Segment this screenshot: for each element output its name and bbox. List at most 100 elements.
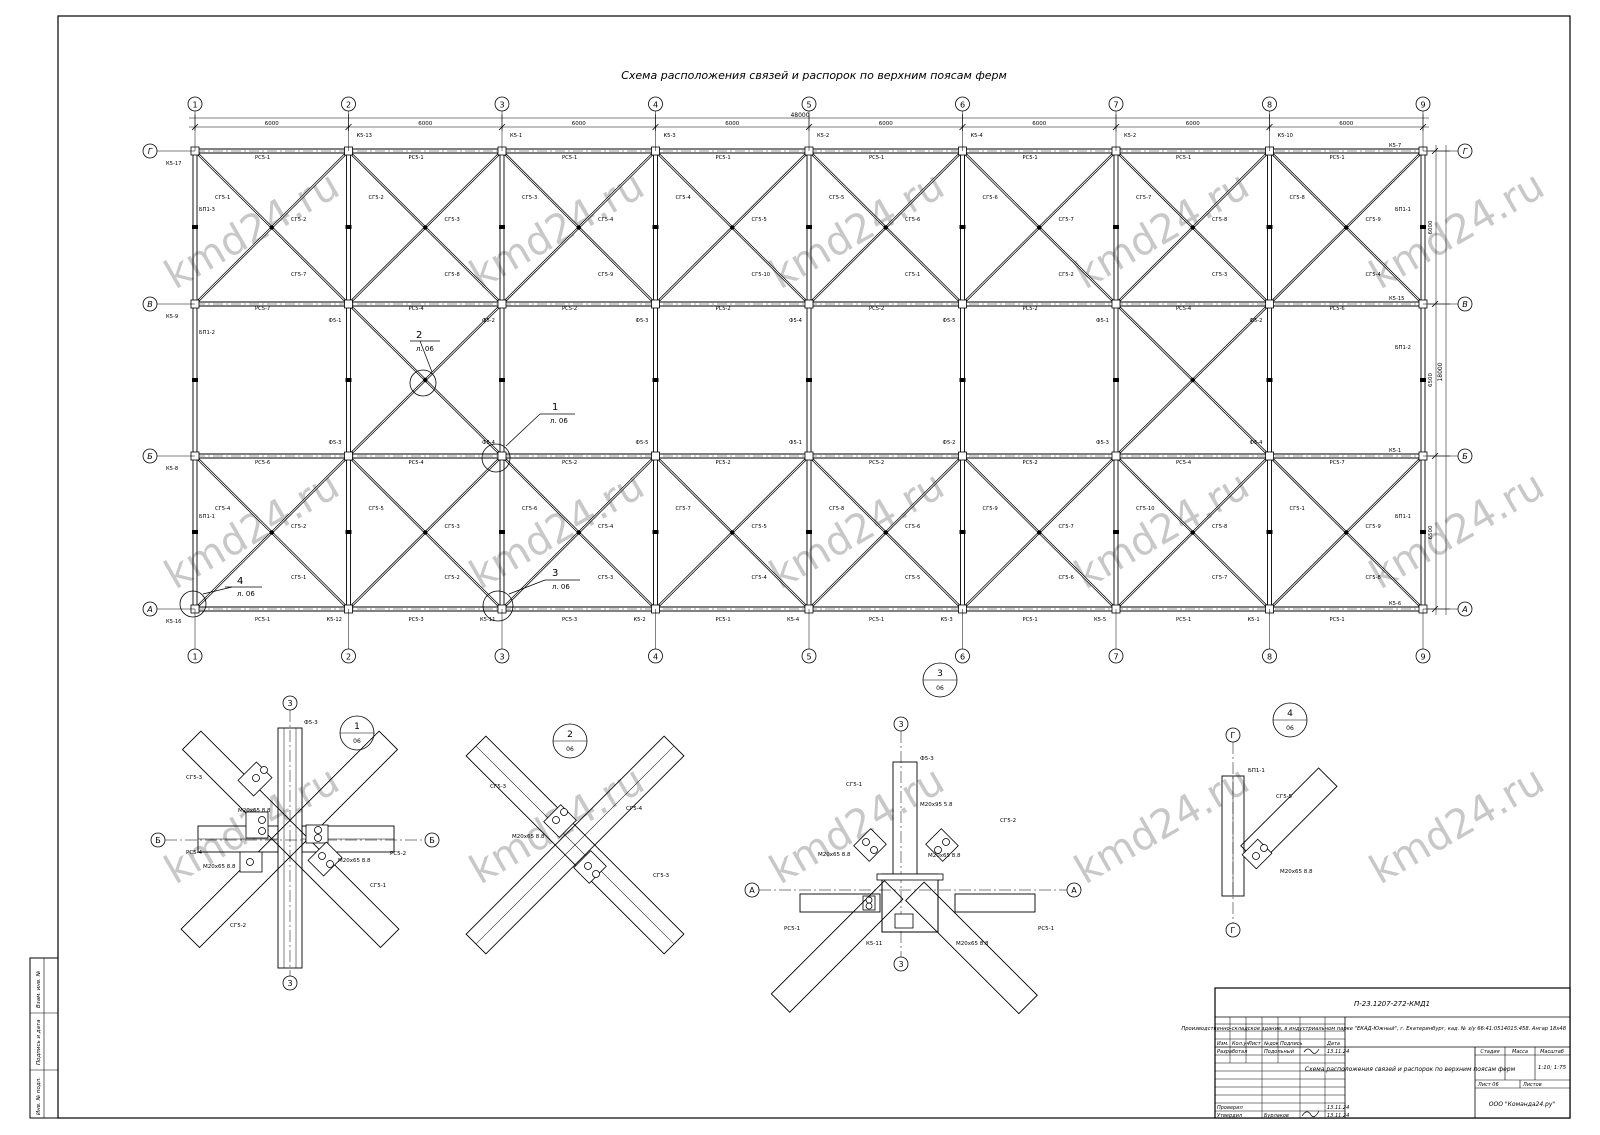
brace-label: СГ5-6: [983, 195, 998, 201]
node-ref-3: 3 л. 06: [482, 568, 580, 622]
detail-label: РС5-1: [784, 926, 800, 932]
bracing-node: [1037, 530, 1042, 535]
detail-label: СГ5-2: [230, 923, 246, 929]
axis-bubble: [341, 96, 356, 112]
axis-label: А: [749, 886, 755, 895]
node-plate: [958, 299, 967, 309]
node-ref-1: 1 л. 06: [481, 402, 575, 473]
role-name: Подольный: [1264, 1049, 1295, 1055]
side-label: БП1-1: [1395, 207, 1411, 213]
k-label: К5-17: [166, 161, 181, 167]
axis-label: 9: [1420, 101, 1425, 110]
node-ref-sheet: л. 06: [416, 345, 434, 353]
axis-bubble: [1415, 648, 1431, 664]
dimension-tick: [959, 123, 966, 131]
strut-marker: [652, 378, 659, 382]
brace-label: СГ5-8: [1290, 195, 1305, 201]
k-label: К5-7: [1389, 143, 1401, 149]
node-plate: [804, 451, 814, 461]
strut-label: Ф5-1: [329, 318, 342, 324]
watermark-text: kmd24.ru: [1362, 757, 1552, 893]
watermark-text: kmd24.ru: [157, 162, 347, 298]
k-label: К5-1: [510, 133, 522, 139]
strut-label: Ф5-1: [789, 440, 802, 446]
doc-code: П-23.1207-272-КМД1: [1354, 1000, 1430, 1008]
chord-label: РС5-4: [1176, 306, 1192, 312]
axis-label: А: [1071, 886, 1077, 895]
axis-bubble: [187, 96, 203, 112]
dimension-tick: [1419, 123, 1427, 131]
detail-label: М20х65 8.8: [928, 853, 961, 859]
axis-label: 1: [192, 653, 197, 662]
scale-header: Масштаб: [1540, 1049, 1564, 1055]
detail-label: РС5-4: [186, 850, 203, 856]
dimension-tick: [1431, 147, 1439, 155]
side-stamp: Взам. инв. № Подпись и дата Инв. № подл.: [29, 957, 59, 1119]
brace-label: СГ5-8: [1366, 575, 1381, 581]
detail-label: М20х65 8.8: [1280, 869, 1313, 875]
detail-label: М20х95 5.8: [920, 802, 953, 808]
dimension-tick: [652, 123, 659, 131]
axis-label: 3: [898, 960, 903, 969]
dimension-tick: [805, 123, 813, 131]
brace-label: СГ5-3: [1212, 272, 1227, 278]
chord-label: РС5-2: [1023, 460, 1038, 466]
brace-label: СГ5-2: [1059, 272, 1074, 278]
axis-label: А: [146, 605, 152, 614]
bracing-node: [883, 225, 888, 230]
chord-label: РС5-1: [1176, 617, 1191, 623]
role-label: Утвердил: [1217, 1113, 1243, 1119]
k-label: К5-8: [166, 466, 178, 472]
detail-label: СГ5-3: [490, 784, 507, 790]
node-ref-4: 4 л. 06: [179, 576, 262, 618]
chord-label: РС5-6: [1330, 306, 1345, 312]
strut-marker: [499, 530, 505, 534]
detail-number: 2: [567, 730, 573, 740]
k-label: К5-12: [327, 617, 342, 623]
axis-label: 3: [287, 699, 292, 708]
node-ref-number: 3: [552, 568, 558, 579]
brace-label: СГ5-4: [752, 575, 768, 581]
axis-label: Б: [1462, 452, 1468, 461]
node-ref-number: 4: [237, 576, 243, 587]
axis-label: В: [147, 300, 153, 309]
axis-bubble: [1457, 601, 1473, 617]
bay-dimension: 6000: [572, 121, 586, 127]
header-cell: Изм.: [1217, 1041, 1229, 1047]
detail-label: М20х65 8.8: [818, 852, 851, 858]
strut-marker: [652, 530, 659, 534]
watermark-text: kmd24.ru: [762, 757, 952, 893]
axis-label: А: [1461, 605, 1467, 614]
watermark-text: kmd24.ru: [762, 162, 952, 298]
chord-label: РС5-2: [716, 460, 731, 466]
chord-label: РС5-2: [869, 460, 884, 466]
role-date: 13.11.24: [1327, 1049, 1349, 1055]
detail-label: СГ5-5: [1276, 794, 1293, 800]
detail-number: 1: [354, 722, 360, 732]
axis-label: Б: [147, 452, 153, 461]
detail-4: 4 06 Г Г БП1-1 СГ5-5 М20х65 8.8: [1221, 702, 1338, 938]
strut-marker: [959, 225, 966, 229]
chord-label: РС5-7: [255, 306, 270, 312]
strut-marker: [1113, 530, 1119, 534]
chord-label: РС5-4: [409, 460, 425, 466]
brace-label: СГ5-2: [291, 524, 306, 530]
outer-frame: [57, 15, 1571, 1119]
brace-label: СГ5-1: [1290, 506, 1305, 512]
brace-label: СГ5-6: [522, 506, 537, 512]
detail-label: СГ5-3: [653, 873, 670, 879]
strut-label: Ф5-4: [482, 440, 496, 446]
dimension-tick: [1431, 605, 1439, 613]
strut-marker: [1266, 378, 1273, 382]
axis-bubble: [801, 648, 817, 664]
drawing-title: Схема расположения связей и распорок по …: [621, 69, 1007, 82]
axis-bubble: [955, 96, 970, 112]
k-label: К5-6: [1389, 601, 1401, 607]
chord-label: РС5-7: [1330, 460, 1345, 466]
axis-label: 9: [1420, 653, 1425, 662]
axis-bubble: [648, 96, 663, 112]
chord-label: РС5-4: [1176, 460, 1192, 466]
axis-bubble: [494, 96, 510, 112]
axis-label: Г: [1231, 926, 1236, 935]
